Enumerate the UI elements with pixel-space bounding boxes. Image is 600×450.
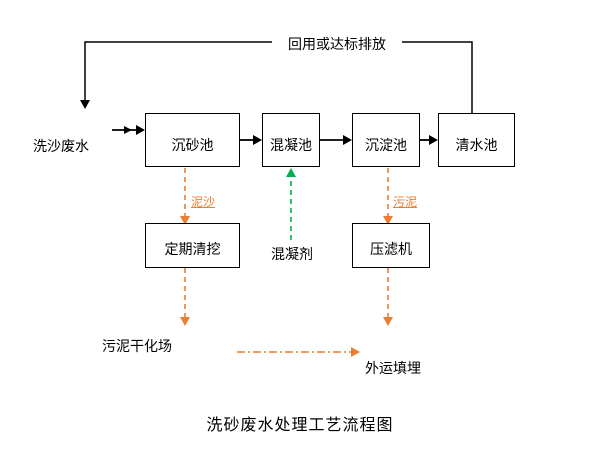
coagulant-dosing-arrowhead xyxy=(286,168,296,177)
sludge-flow-lines xyxy=(184,168,389,353)
sediment-stream-label: 泥沙 xyxy=(191,195,216,209)
sedimentation-to-press-arrowhead xyxy=(383,216,393,225)
sedimentation-tank-box: 沉淀池 xyxy=(352,113,420,167)
landfill-label: 外运填埋 xyxy=(365,361,421,377)
grit-chamber-box: 沉砂池 xyxy=(145,113,240,167)
press-to-landfill-arrowhead xyxy=(383,317,393,326)
coagulation-tank-box: 混凝池 xyxy=(262,113,320,167)
reuse-discharge-label: 回用或达标排放 xyxy=(272,34,402,54)
grit-to-dredging-arrowhead xyxy=(180,216,190,225)
influent-mid-arrowhead xyxy=(124,126,132,134)
dredging-to-drying-arrowhead xyxy=(180,317,190,326)
main-flow-arrowheads xyxy=(80,100,438,145)
clear-water-tank-box: 清水池 xyxy=(438,113,515,167)
coagulant-flow-arrowheads xyxy=(286,168,296,177)
grit-to-coagulation-arrowhead xyxy=(253,135,262,145)
filter-press-box: 压滤机 xyxy=(352,223,430,268)
drying-to-landfill-arrowhead xyxy=(351,347,360,357)
diagram-title: 洗砂废水处理工艺流程图 xyxy=(206,415,394,434)
sludge-drying-field-label: 污泥干化场 xyxy=(102,339,172,355)
sludge-flow-arrowheads xyxy=(180,216,393,357)
coagulation-to-sedimentation-arrowhead xyxy=(343,135,352,145)
sludge-stream-label: 污泥 xyxy=(393,195,418,209)
sedimentation-to-clearwater-arrowhead xyxy=(429,135,438,145)
reuse-return-arrowhead xyxy=(80,100,90,109)
coagulant-label: 混凝剂 xyxy=(271,247,313,263)
influent-label: 洗沙废水 xyxy=(33,139,89,155)
periodic-dredging-box: 定期清挖 xyxy=(145,223,240,268)
influent-arrowhead xyxy=(136,125,145,135)
